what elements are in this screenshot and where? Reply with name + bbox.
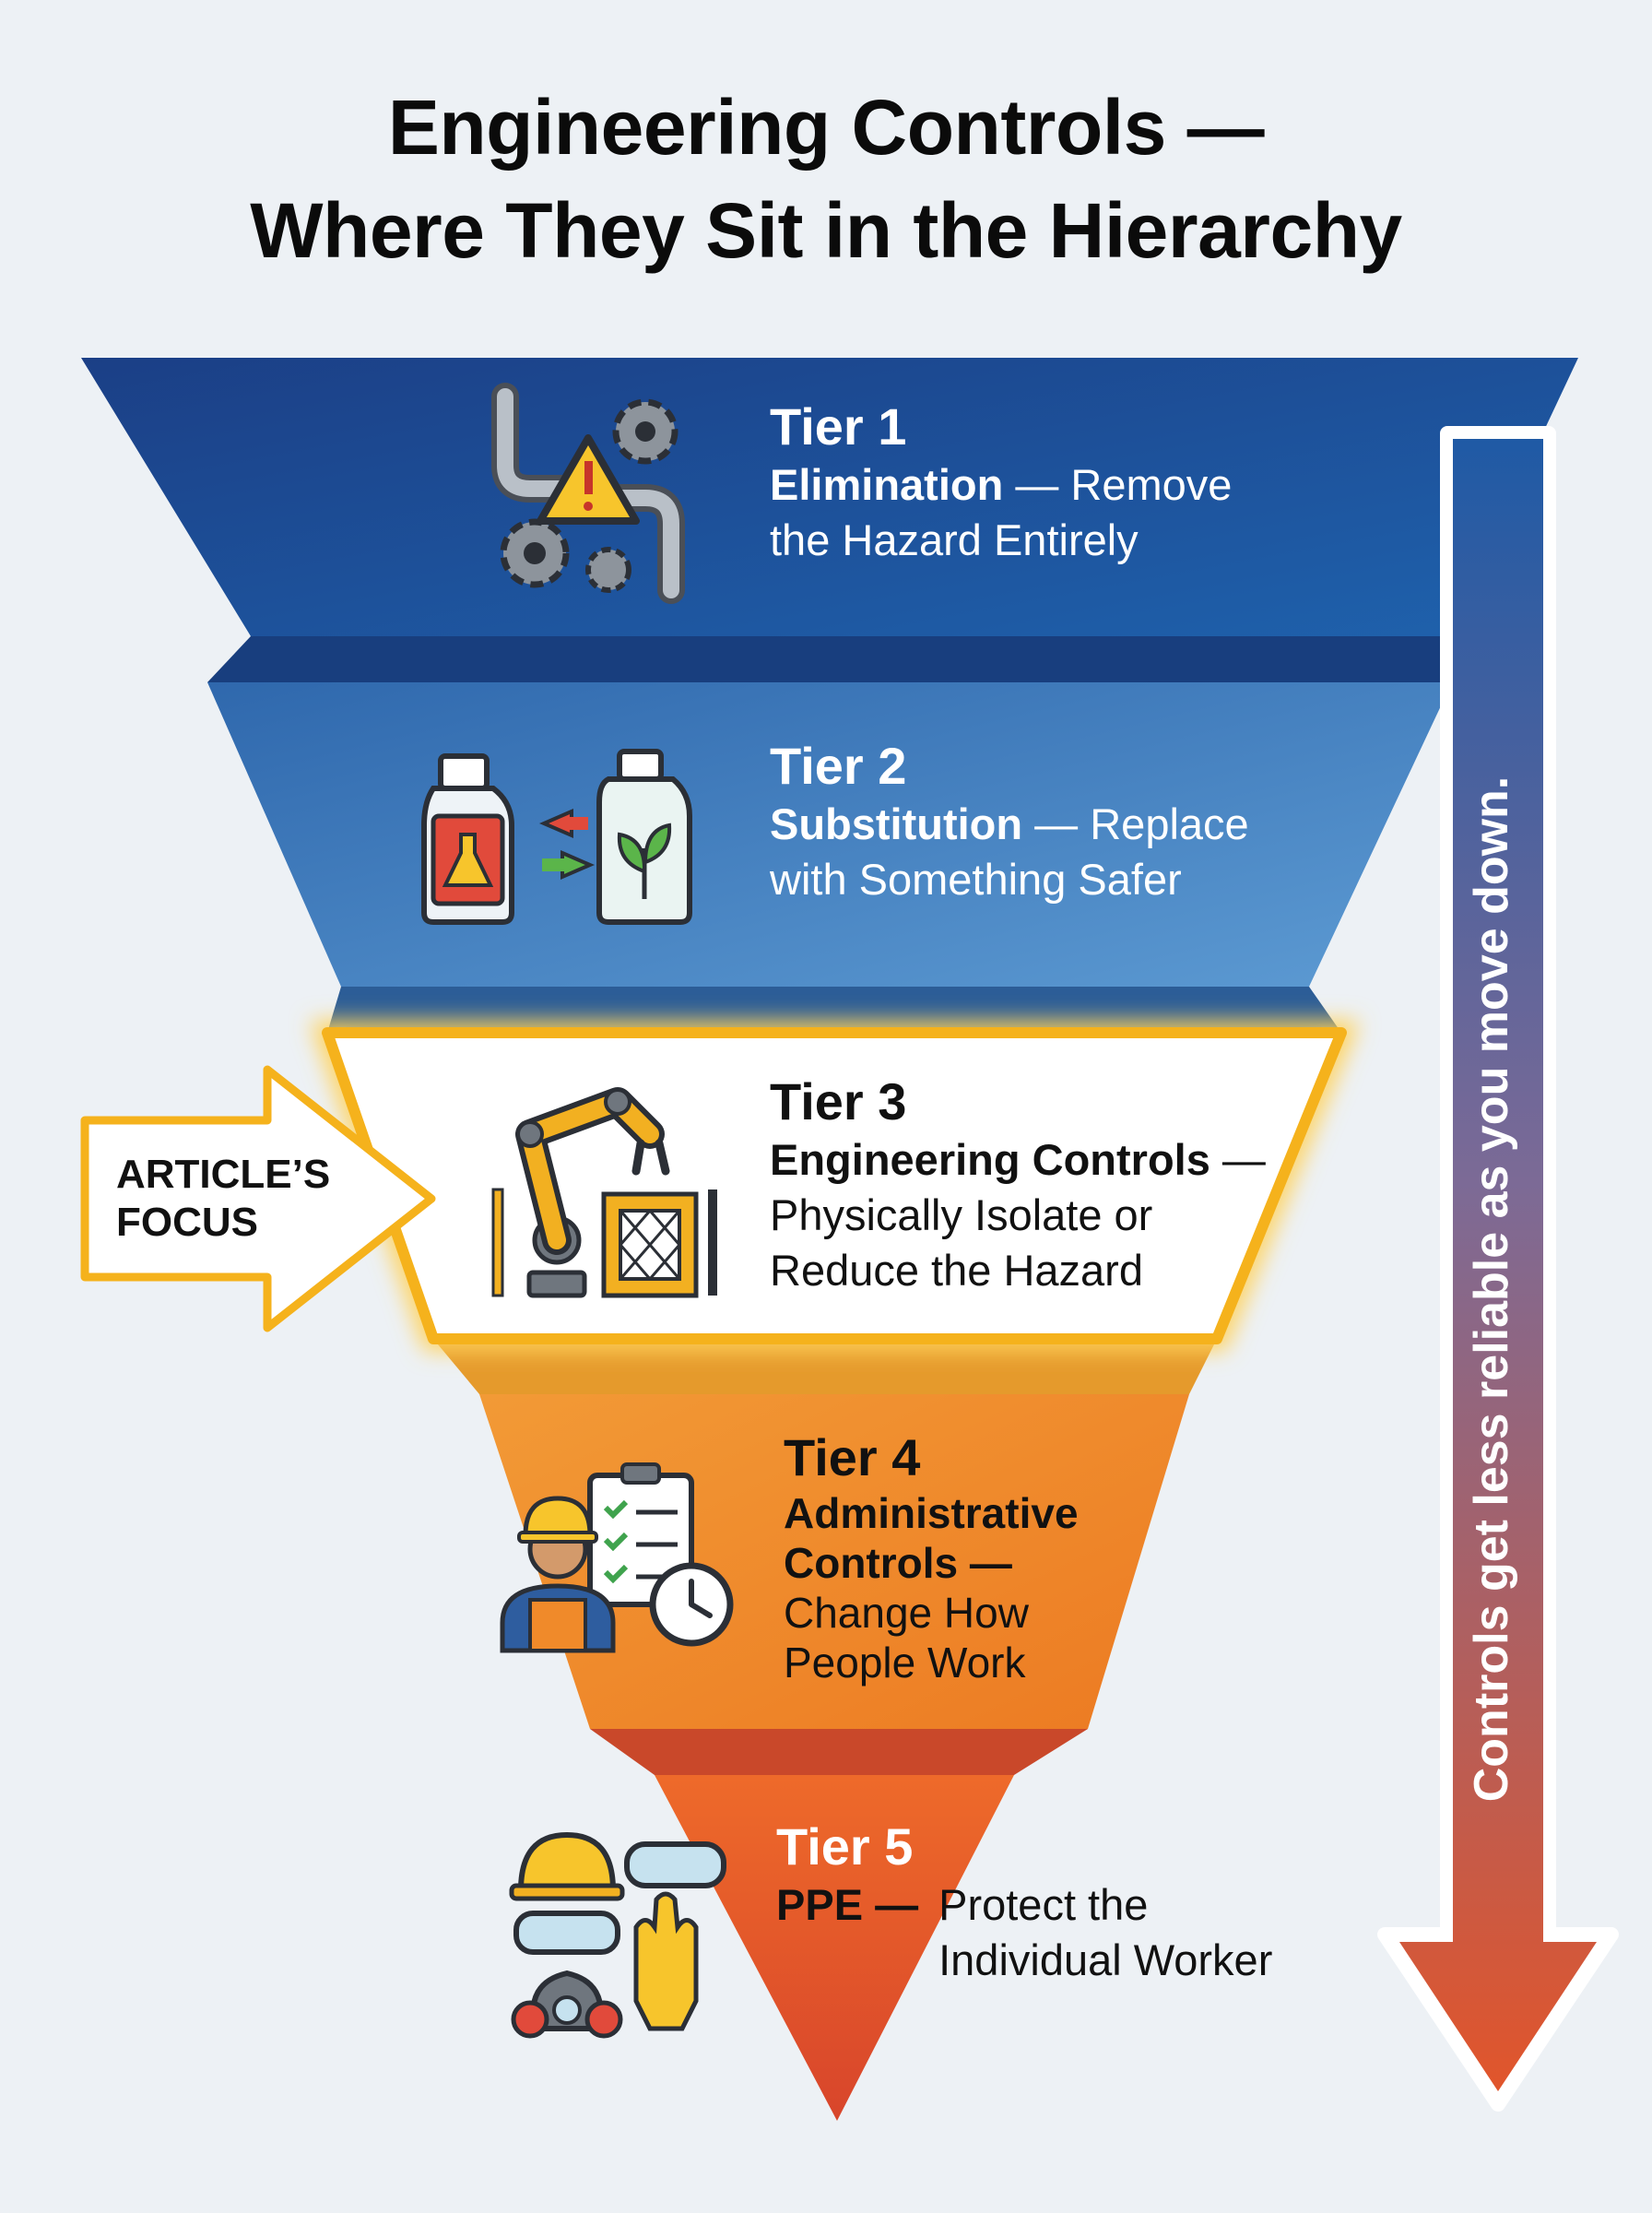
tier-1-number: Tier 1	[770, 397, 907, 456]
tier-5-text: Tier 5 PPE — Protect the Individual Work…	[776, 1817, 1329, 1988]
tier-4-number: Tier 4	[784, 1428, 921, 1486]
chemical-swap-bottles-icon	[421, 749, 692, 925]
articles-focus-label: ARTICLE’S FOCUS	[116, 1151, 356, 1247]
tier-3-detail: Physically Isolate or Reduce the Hazard	[770, 1190, 1153, 1295]
tier-1-band	[81, 358, 1578, 636]
articles-focus-callout-arrow	[80, 1065, 436, 1332]
tier-5-number: Tier 5	[776, 1817, 914, 1876]
tier-3-separator: —	[1210, 1135, 1266, 1184]
tier-1-separator: —	[1003, 460, 1071, 509]
page-title: Engineering Controls — Where They Sit in…	[0, 76, 1652, 282]
tier-2-description: Substitution — Replace with Something Sa…	[770, 797, 1304, 907]
tier-4-name: Administrative Controls	[784, 1489, 1079, 1587]
tier-4-separator: —	[958, 1539, 1012, 1587]
tier-4-description: Administrative Controls — Change How Peo…	[784, 1488, 1152, 1687]
tier-2-text: Tier 2 Substitution — Replace with Somet…	[770, 736, 1304, 907]
tier-5-description: PPE — Protect the Individual Worker	[776, 1877, 1329, 1988]
tier-2-separator: —	[1022, 799, 1091, 848]
tier-5-separator: —	[863, 1880, 919, 1929]
articles-focus-line-1: ARTICLE’S	[116, 1152, 331, 1197]
tier-5-detail: Protect the Individual Worker	[938, 1880, 1273, 1984]
tier-5-band	[655, 1775, 1014, 2121]
title-line-1: Engineering Controls —	[387, 84, 1265, 171]
connector-3-4	[433, 1339, 1217, 1394]
connector-4-5	[590, 1729, 1088, 1775]
articles-focus-line-2: FOCUS	[116, 1200, 258, 1245]
title-line-2: Where They Sit in the Hierarchy	[250, 187, 1402, 274]
tier-4-detail: Change How People Work	[784, 1589, 1029, 1686]
less-reliable-arrow-fill	[1399, 439, 1597, 2091]
pipes-warning-gears-icon	[491, 383, 685, 604]
tier-3-name: Engineering Controls	[770, 1135, 1210, 1184]
tier-1-detail: Remove the Hazard Entirely	[770, 460, 1233, 564]
less-reliable-label: Controls get less reliable as you move d…	[1465, 775, 1518, 1803]
tier-2-name: Substitution	[770, 799, 1023, 848]
tier-3-text: Tier 3 Engineering Controls — Physically…	[770, 1071, 1295, 1298]
ppe-gear-icon	[509, 1831, 726, 2039]
tier-2-number: Tier 2	[770, 737, 907, 795]
connector-1-2	[207, 636, 1452, 682]
tier-4-text: Tier 4 Administrative Controls — Change …	[784, 1427, 1152, 1687]
tier-1-text: Tier 1 Elimination — Remove the Hazard E…	[770, 396, 1286, 568]
tier-1-description: Elimination — Remove the Hazard Entirely	[770, 457, 1286, 568]
tier-2-band	[207, 682, 1452, 987]
tier-2-detail: Replace with Something Safer	[770, 799, 1249, 904]
robot-arm-guard-icon	[491, 1087, 717, 1298]
worker-checklist-clock-icon	[500, 1462, 734, 1653]
tier-1-name: Elimination	[770, 460, 1004, 509]
tier-3-number: Tier 3	[770, 1072, 907, 1130]
tier-5-name: PPE	[776, 1880, 864, 1929]
tier-3-description: Engineering Controls — Physically Isolat…	[770, 1132, 1295, 1298]
